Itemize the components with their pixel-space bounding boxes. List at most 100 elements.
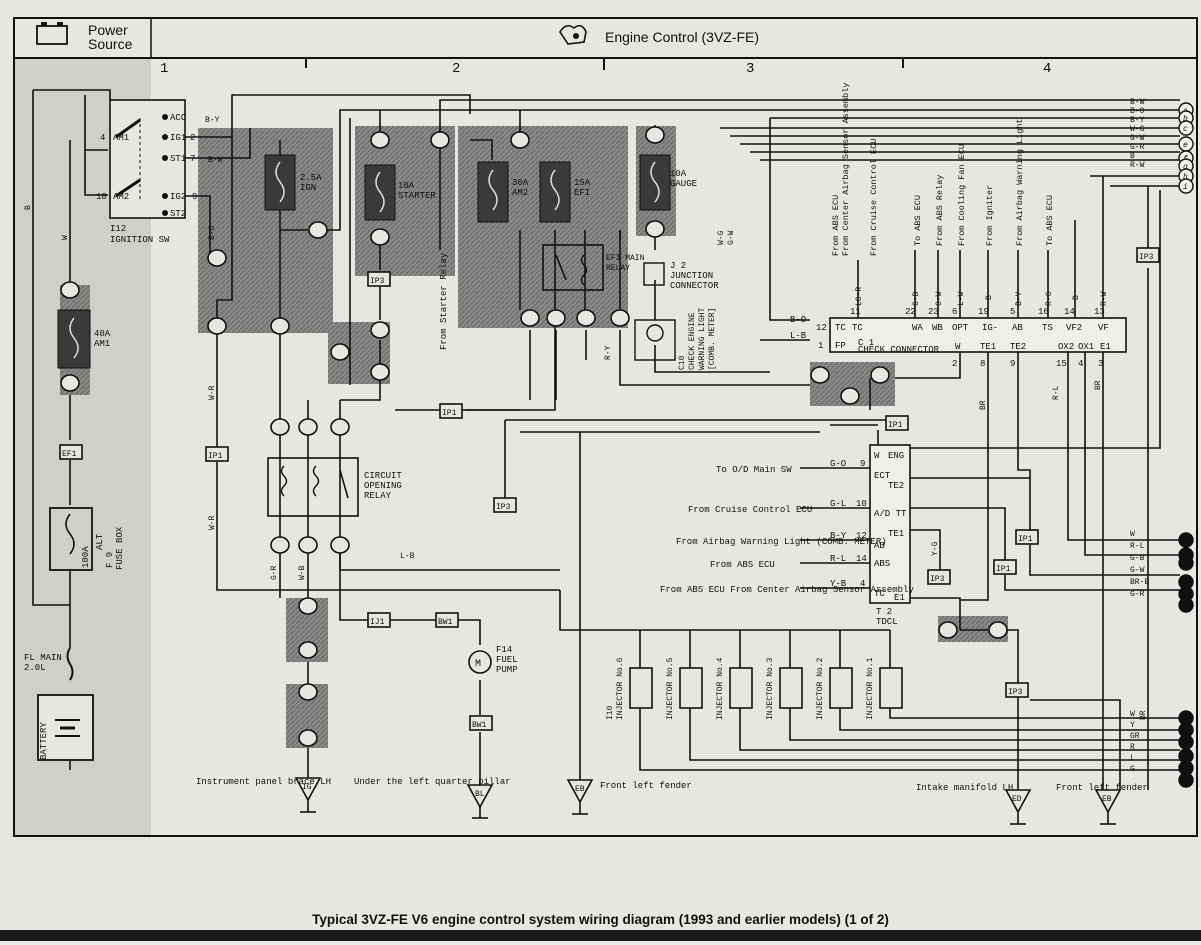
connector-ip1: IP1 [1018,535,1033,544]
wire-label: B-W [208,156,223,165]
cc-left-pin-12: 12 [816,323,827,333]
fuse-am1-rating: 40A [94,329,111,339]
top-wire: B-Y [1015,291,1024,306]
fuse-alt-name: ALT [95,533,105,550]
connector-ip1: IP1 [996,565,1011,574]
fuse-efi-name: EFI [574,188,590,198]
top-label: From Cooling Fan ECU [957,144,967,246]
injector-4-label: INJECTOR No.4 [716,657,725,720]
ground-bl-label: Under the left quarter pillar [354,777,511,787]
section-1: 1 [160,61,168,77]
terminal-letter-l: l [1183,560,1188,569]
ground-eb2-id: EB [1102,795,1112,804]
cc-left-pin-1: 1 [818,341,823,351]
tdcl-term: W [874,451,880,461]
wire-label: R-L [1052,385,1061,400]
ground-ed: ED Intake manifold LH [916,783,1032,825]
right-wire-label: B-Y [1130,116,1145,125]
fl-main-label: FL MAIN [24,653,62,663]
cc-top-term: WA [912,323,923,333]
terminal-letter-i: i [1183,183,1188,192]
terminal-letter-p: p [1182,715,1188,724]
terminal-letter-b: b [1183,115,1188,124]
cc-top-pin: 22 [905,307,916,317]
fl-main-fusible-link [66,647,74,681]
terminal-marker-o [1178,597,1194,613]
cc-top-pin: 14 [1064,307,1075,317]
tdcl-input-label: From Airbag Warning Light (COMB. METER) [676,537,887,547]
fuse-starter-name: STARTER [398,191,436,201]
injector-row: I10 INJECTOR No.6 INJECTOR No.5 INJECTOR… [606,657,903,720]
cor-line3: RELAY [364,491,392,501]
terminal-letter-h: h [1183,173,1188,182]
cc-bottom-pins: 2 8 9 15 4 3 [952,359,1103,369]
connector-bw1: BW1 [472,721,487,730]
tdcl-term: ABS [874,559,890,569]
ground-ig-label: Instrument panel brace LH [196,777,331,787]
top-wire-labels: LG-R G-B G-W L-W B B-Y R-G B R-W [855,287,1109,306]
wire-label: W [61,235,70,240]
efi-relay-line1: EFI MAIN [606,254,645,263]
check-connector-id: C 1 [858,338,874,348]
top-label: From ABS ECU [831,195,841,256]
tdcl-term: ECT [874,471,891,481]
right-wire-label: G [1130,765,1135,774]
ig-term-st1: ST1 [170,154,186,164]
tdcl-input-wire: Y-B [830,579,847,589]
wire-label: W-R [208,385,217,400]
tdcl-term: TC [874,589,885,599]
injector-3-label: INJECTOR No.3 [766,657,775,720]
wire-label: W-R [208,515,217,530]
cc-top-terminals: TC WA WB OPT IG- AB TS VF2 VF [852,323,1109,333]
terminal-letter-m: m [1183,579,1188,588]
cc-top-pin: 23 [928,307,939,317]
cc-top-term: OPT [952,323,969,333]
tdcl-term: AB [874,541,885,551]
ground-ig-id: IG [302,783,312,792]
fuse-am1: 40A AM1 [57,309,111,369]
header-title-line1: Power [88,22,128,38]
ground-ed-label: Intake manifold LH [916,783,1013,793]
fuse-gauge: 10A GAUGE [639,154,697,211]
cc-bot-pin: 3 [1098,359,1103,369]
check-engine-line3: [COMB. METER] [708,308,717,370]
right-wire-label: G-R [1130,143,1145,152]
tdcl-input-wire: G-L [830,499,846,509]
section-2: 2 [452,61,460,77]
cc-bot-term: E1 [1100,342,1111,352]
header-title-line2: Source [88,36,133,52]
right-terminals: abcefghijklmnopqrstu [1178,102,1194,788]
terminal-letter-c: c [1183,125,1188,134]
ground-bl: BL Under the left quarter pillar [354,777,511,819]
wire-label: Y-G [931,541,940,556]
wire-label: W-B [298,565,307,580]
cc-bot-pin: 2 [952,359,957,369]
right-wire-label: G-R [1130,590,1145,599]
tdcl-label: TDCL [876,617,898,627]
tdcl-input-pin: 12 [856,531,867,541]
connector-ip3: IP3 [1139,253,1154,262]
tdcl-input-label: From ABS ECU From Center Airbag Sensor A… [660,585,914,595]
junction-connector: J 2 JUNCTION CONNECTOR [643,261,719,291]
cc-bot-term: OX1 [1078,342,1094,352]
cc-bot-pin: 15 [1056,359,1067,369]
top-label: From Airbag Warning Light [1015,118,1025,246]
tdcl-input-label: To O/D Main SW [716,465,792,475]
check-engine-line2: WARNING LIGHT [698,307,707,370]
wire-harness [32,89,1180,790]
fuse-ign: 2.5A IGN [264,154,322,211]
cc-bot-term: OX2 [1058,342,1074,352]
page-edge-bar [0,930,1201,941]
fl-main-rating: 2.0L [24,663,46,673]
terminal-marker-u [1178,772,1194,788]
fuse-starter: 10A STARTER [364,164,436,221]
right-wire-label: Y [1130,721,1135,730]
injector-5-label: INJECTOR No.5 [666,657,675,720]
terminal-marker-l [1178,555,1194,571]
cor-line2: OPENING [364,481,402,491]
right-wire-label: GR [1130,732,1140,741]
fuse-ign-rating: 2.5A [300,173,322,183]
right-wire-label: G-W [1130,134,1145,143]
top-wire: L-W [957,291,966,306]
